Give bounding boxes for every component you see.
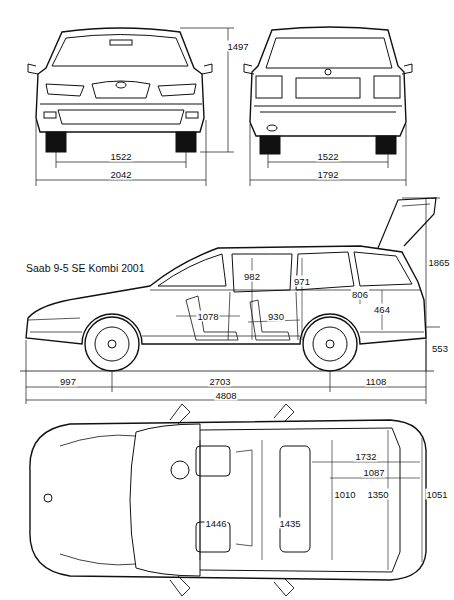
dimension-label: 982 (243, 271, 261, 282)
dimension-label: 1087 (362, 467, 385, 478)
dimension-label: 1865 (427, 257, 450, 268)
dimension-label: 553 (431, 343, 449, 354)
dimension-label: 1446 (204, 518, 227, 529)
dimension-label: 1792 (316, 169, 339, 180)
drawing-title: Saab 9-5 SE Kombi 2001 (26, 262, 145, 274)
dimension-label: 1350 (366, 489, 389, 500)
dimension-label: 971 (293, 276, 311, 287)
dimension-label: 930 (267, 311, 285, 322)
side-view (20, 198, 440, 404)
dimension-label: 1522 (109, 151, 132, 162)
dimension-label: 464 (373, 304, 391, 315)
top-view (30, 404, 426, 596)
dimension-label: 1010 (333, 489, 356, 500)
front-view (28, 28, 234, 186)
dimension-label: 1732 (354, 451, 377, 462)
dimension-label: 1051 (425, 489, 448, 500)
dimension-label: 2703 (208, 376, 231, 387)
dimension-label: 1497 (226, 41, 249, 52)
dimension-label: 1108 (365, 376, 387, 387)
rear-view (244, 27, 412, 186)
dimension-label: 1078 (196, 311, 219, 322)
dimension-label: 2042 (109, 169, 132, 180)
dimension-label: 1522 (316, 151, 339, 162)
dimension-label: 806 (351, 289, 369, 300)
dimension-label: 1435 (278, 518, 301, 529)
dimension-label: 4808 (214, 390, 237, 401)
dimension-label: 997 (59, 376, 77, 387)
